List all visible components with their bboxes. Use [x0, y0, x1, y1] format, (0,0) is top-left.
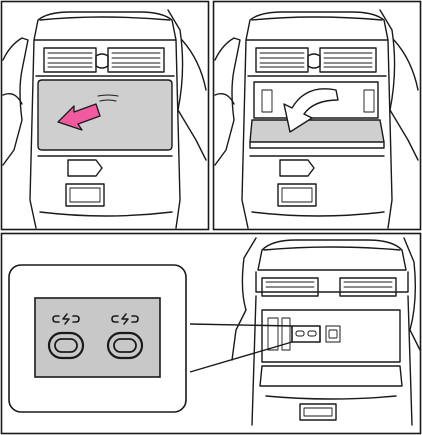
callout-leader: [190, 324, 292, 372]
panel-top-left: [3, 10, 206, 228]
panel-top-right: [215, 10, 418, 228]
lid-open: [250, 120, 384, 142]
panel-bottom-console: [232, 238, 420, 425]
lid: [38, 80, 172, 150]
usb-port-callout: [9, 265, 186, 412]
